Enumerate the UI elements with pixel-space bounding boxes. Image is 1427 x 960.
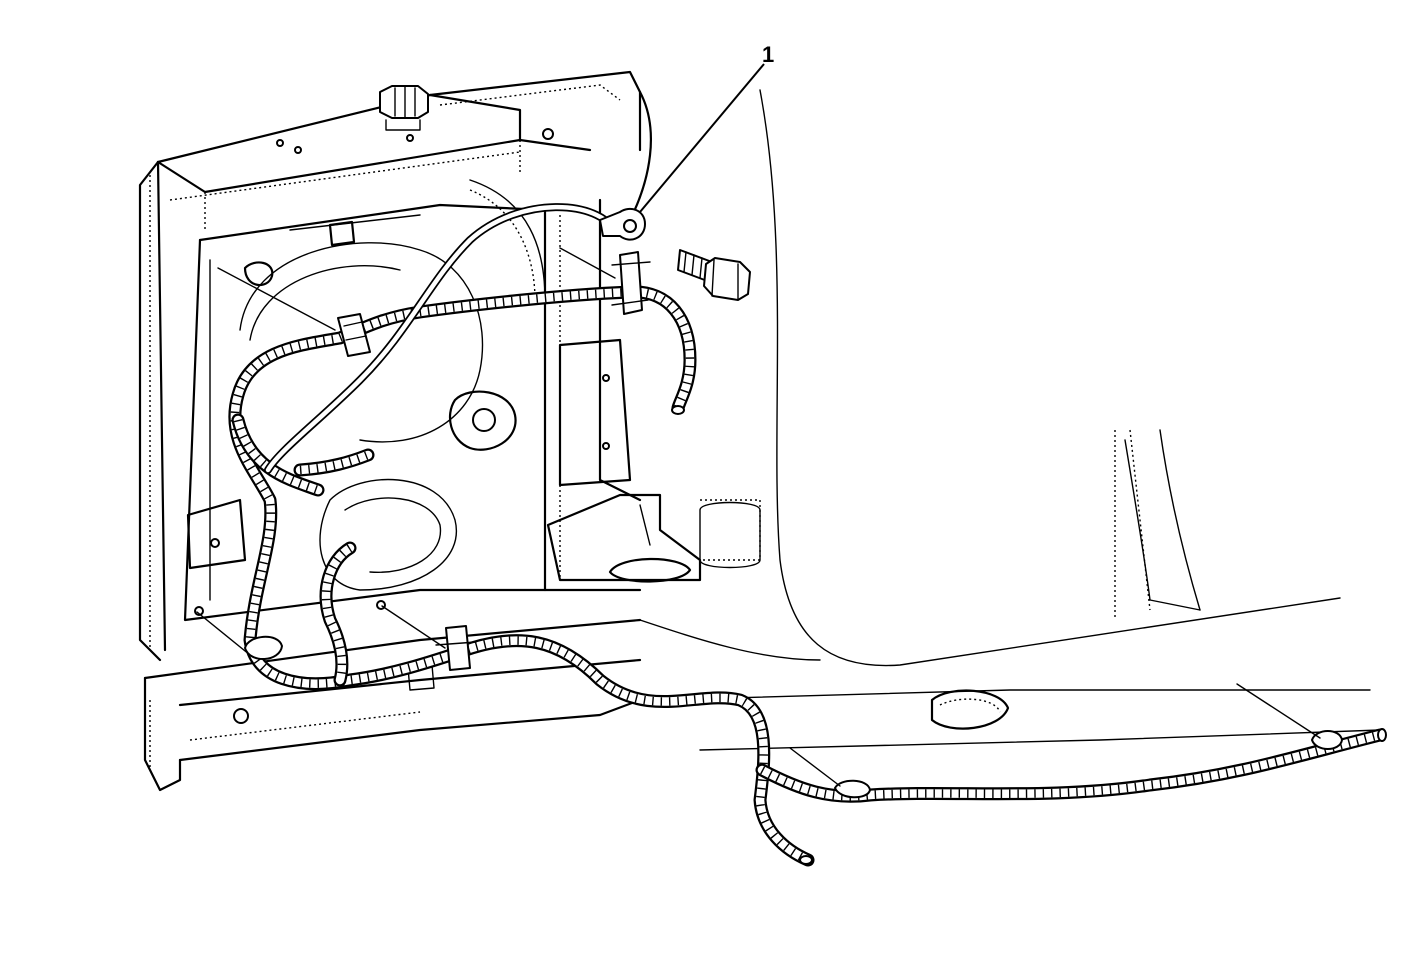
- bolt-hole: [233, 708, 249, 724]
- ground-bolt: [677, 249, 751, 301]
- bolt-hole: [542, 128, 554, 140]
- ground-cable: [264, 203, 619, 474]
- bolt-hole: [406, 134, 414, 142]
- harness-clip: [445, 625, 471, 671]
- wiring-harness: [228, 285, 1387, 867]
- bolt-hole: [210, 538, 220, 548]
- bolt-hole: [194, 606, 204, 616]
- bolt-hole: [602, 374, 610, 382]
- harness-grommet: [834, 779, 871, 799]
- ground-terminal: [599, 207, 646, 241]
- callout-1: 1: [639, 42, 774, 213]
- harness-grommet: [244, 635, 283, 660]
- inner-fender-panel: [639, 89, 1381, 751]
- harness-clip: [619, 251, 643, 315]
- harness-clips: [196, 247, 1387, 865]
- callout-leader-line: [639, 63, 765, 213]
- harness-grommet: [1311, 730, 1343, 750]
- bolt-hole: [472, 408, 496, 432]
- bolt-hole: [276, 139, 284, 147]
- bolt-hole: [294, 146, 302, 154]
- radiator-cap: [379, 85, 429, 119]
- callout-number: 1: [762, 42, 774, 67]
- bolt-hole: [602, 442, 610, 450]
- harness-connector: [337, 313, 371, 357]
